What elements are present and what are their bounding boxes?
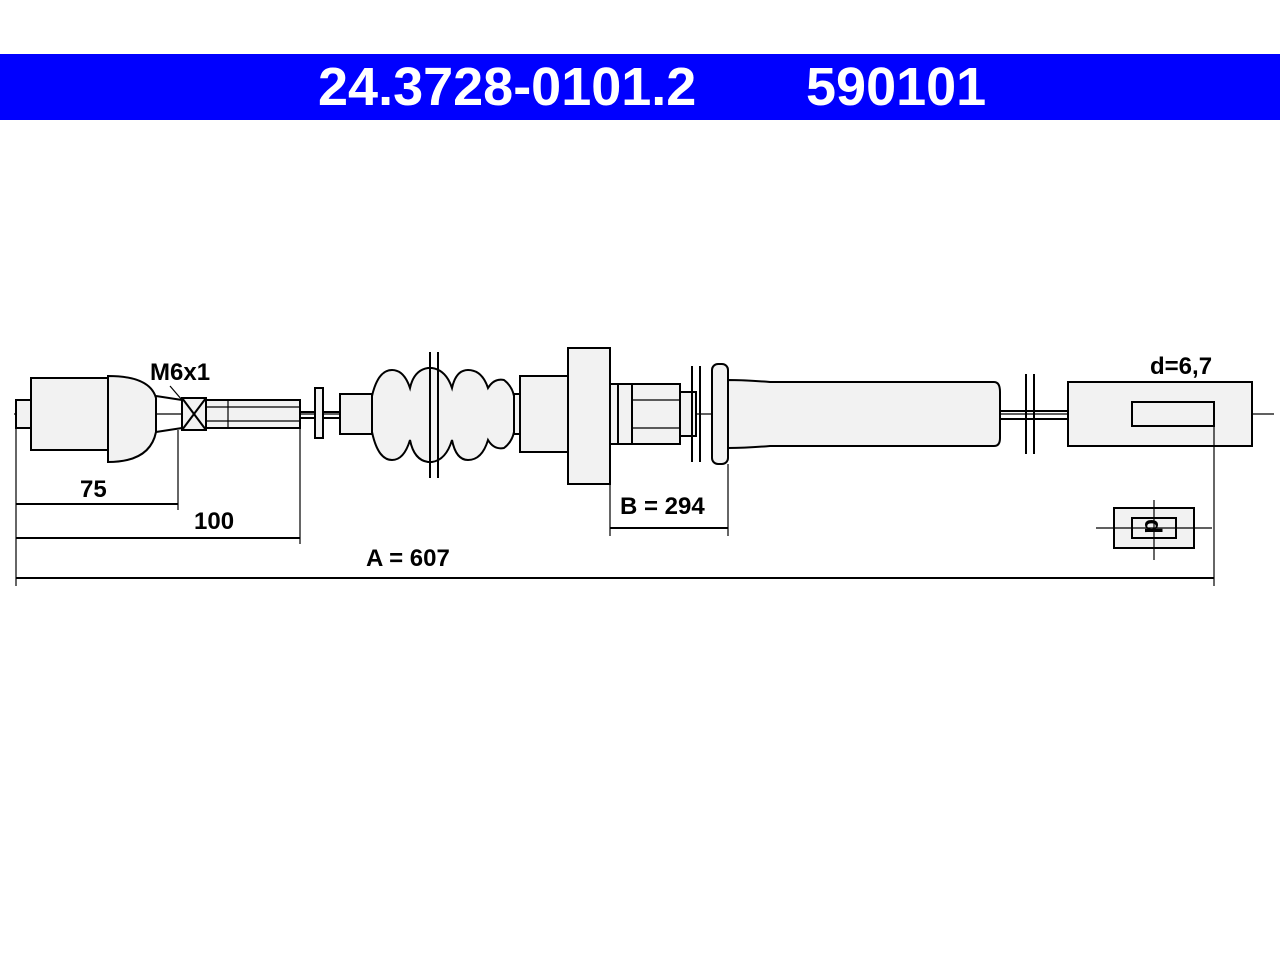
diameter-label: d=6,7: [1150, 353, 1212, 380]
dimension-a-label: A = 607: [366, 545, 450, 572]
washer-left: [314, 387, 324, 439]
thread-label: M6x1: [150, 359, 210, 386]
title-banner: 24.3728-0101.2 590101: [0, 54, 1280, 120]
right-end-fitting: [1067, 381, 1253, 447]
thread-leader: [169, 385, 183, 401]
dimension-100-label: 100: [194, 508, 234, 535]
dimension-75-label: 75: [80, 476, 107, 503]
dimension-lines: [16, 385, 1214, 579]
outer-sleeve: [711, 363, 1001, 465]
reference-number: 590101: [806, 57, 987, 117]
section-detail: d: [1096, 500, 1212, 560]
rubber-boot: [339, 352, 523, 478]
part-number: 24.3728-0101.2: [318, 57, 697, 117]
left-end-fitting: [15, 374, 301, 464]
detail-letter: d: [1139, 519, 1166, 534]
dimension-b-label: B = 294: [620, 493, 705, 520]
flange-housing: [519, 347, 697, 485]
